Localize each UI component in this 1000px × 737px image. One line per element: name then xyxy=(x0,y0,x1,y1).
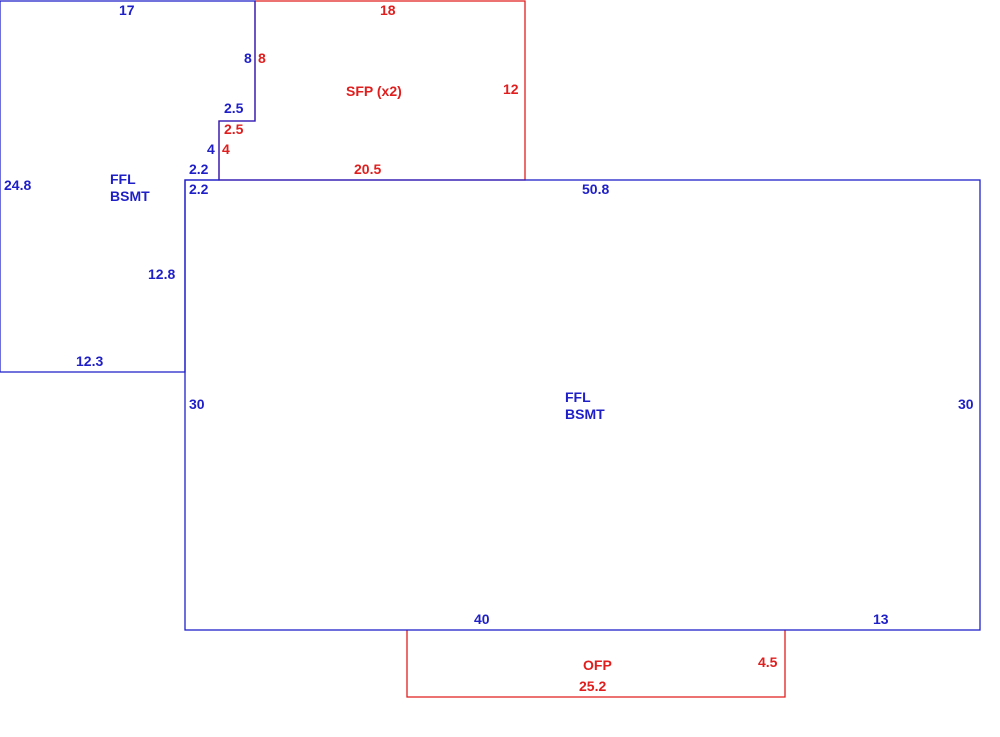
sfp-step-dimension: 2.5 xyxy=(224,121,244,137)
ofp-side-dimension: 4.5 xyxy=(758,654,778,670)
open-porch-label: OFP xyxy=(583,657,612,673)
wing-top-dimension: 17 xyxy=(119,2,135,18)
wing-bottom-dimension: 12.3 xyxy=(76,353,103,369)
sfp-top-dimension: 18 xyxy=(380,2,396,18)
screened-porch-label: SFP (x2) xyxy=(346,83,402,99)
wing-left-dimension: 24.8 xyxy=(4,177,31,193)
sfp-right-dimension: 12 xyxy=(503,81,519,97)
main-bottom-left-dimension: 40 xyxy=(474,611,490,627)
sfp-left-lower-dimension: 4 xyxy=(222,141,230,157)
main-right-dimension: 30 xyxy=(958,396,974,412)
main-step-top-dimension: 2.2 xyxy=(189,181,209,197)
wing-right-upper-dimension: 8 xyxy=(244,50,252,66)
open-porch-outline xyxy=(406,630,786,698)
wing-step-bottom-dimension: 2.2 xyxy=(189,161,209,177)
main-left-dimension: 30 xyxy=(189,396,205,412)
main-top-dimension: 50.8 xyxy=(582,181,609,197)
sfp-bottom-dimension: 20.5 xyxy=(354,161,381,177)
upper-wing-label-line1: FFL xyxy=(110,171,136,187)
main-bottom-right-dimension: 13 xyxy=(873,611,889,627)
upper-wing-label-line2: BSMT xyxy=(110,188,150,204)
main-area-label-line1: FFL xyxy=(565,389,591,405)
main-area-outline xyxy=(184,179,981,631)
main-area-label-line2: BSMT xyxy=(565,406,605,422)
ofp-bottom-dimension: 25.2 xyxy=(579,678,606,694)
wing-step-top-dimension: 2.5 xyxy=(224,100,244,116)
wing-step-side-dimension: 4 xyxy=(207,141,215,157)
wing-right-lower-dimension: 12.8 xyxy=(148,266,175,282)
sfp-left-upper-dimension: 8 xyxy=(258,50,266,66)
